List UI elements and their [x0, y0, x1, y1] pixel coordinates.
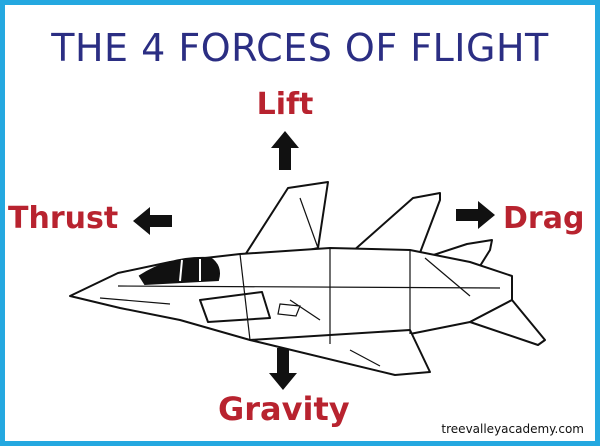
force-label-gravity: Gravity [218, 390, 350, 428]
arrow-left-icon [133, 207, 172, 235]
arrow-right-icon [456, 201, 495, 229]
diagram-title: THE 4 FORCES OF FLIGHT [51, 26, 549, 70]
canopy-frame [179, 259, 201, 282]
arrow-down-icon [269, 348, 297, 390]
force-label-drag: Drag [503, 201, 585, 236]
website-credit: treevalleyacademy.com [441, 422, 584, 436]
force-label-thrust: Thrust [8, 201, 119, 236]
force-label-lift: Lift [256, 87, 314, 122]
jet-detail-lines [99, 197, 501, 367]
arrow-up-icon [271, 131, 299, 170]
